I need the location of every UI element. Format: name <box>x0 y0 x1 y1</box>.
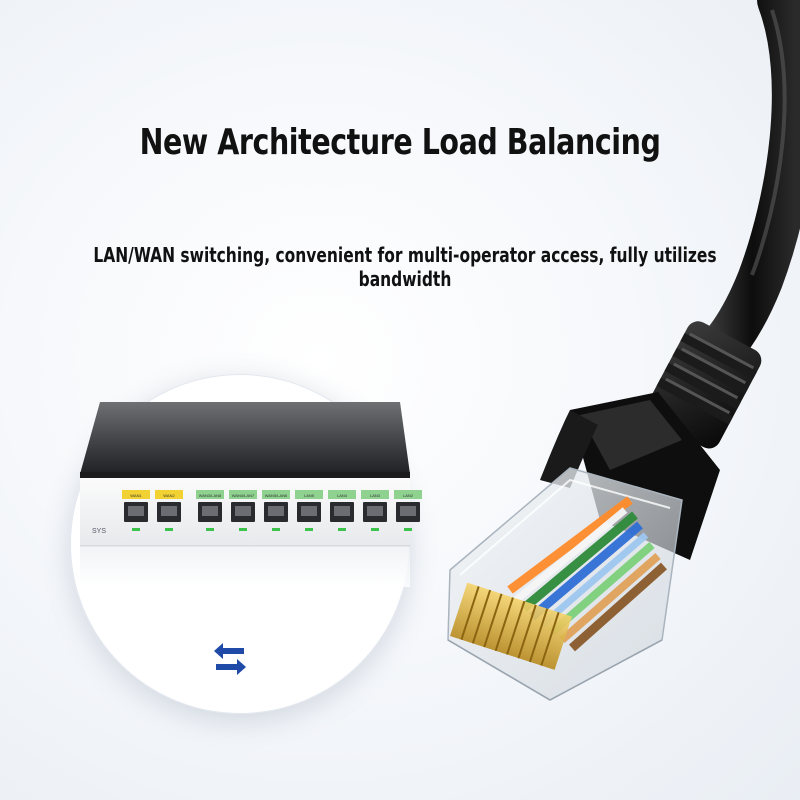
port-label: WAN3/LAN8 <box>199 493 222 498</box>
port-label: WAN4/LAN7 <box>232 493 255 498</box>
port-label-strip <box>361 490 389 499</box>
ethernet-port-6: LAN5 <box>295 490 323 531</box>
ethernet-cable-illustration <box>447 0 800 701</box>
port-label-strip <box>328 490 356 499</box>
gold-contacts <box>449 582 572 670</box>
router-top-panel <box>80 402 410 474</box>
port-led <box>239 528 247 531</box>
router-zoom-circle: SYS WAN1 WAN2 WAN3/LAN8 WAN4/LAN7 WAN5/LAN6 L… <box>70 374 422 714</box>
ethernet-port-3: WAN3/LAN8 <box>196 490 224 531</box>
port-label: WAN5/LAN6 <box>265 493 288 498</box>
ethernet-port-2: WAN2 <box>155 490 183 531</box>
swap-arrows-icon <box>214 643 246 675</box>
port-led <box>338 528 346 531</box>
port-group: WAN1 WAN2 WAN3/LAN8 WAN4/LAN7 WAN5/LAN6 LAN5 L… <box>122 490 422 531</box>
ethernet-port-5: WAN5/LAN6 <box>262 490 290 531</box>
port-label-strip <box>262 490 290 499</box>
router-illustration: SYS WAN1 WAN2 WAN3/LAN8 WAN4/LAN7 WAN5/LAN6 L… <box>80 402 422 587</box>
sys-label: SYS <box>92 528 106 535</box>
ethernet-port-4: WAN4/LAN7 <box>229 490 257 531</box>
port-label-strip <box>229 490 257 499</box>
colored-wires <box>507 496 667 652</box>
port-label-strip <box>295 490 323 499</box>
latch-tab <box>540 410 598 488</box>
ethernet-port-9: LAN2 <box>394 490 422 531</box>
ethernet-port-1: WAN1 <box>122 490 150 531</box>
port-label: WAN2 <box>163 493 175 498</box>
ethernet-port-8: LAN3 <box>361 490 389 531</box>
port-label-strip <box>196 490 224 499</box>
port-label-strip <box>122 490 150 499</box>
port-led <box>272 528 280 531</box>
port-led <box>371 528 379 531</box>
ethernet-port-7: LAN4 <box>328 490 356 531</box>
port-led <box>165 528 173 531</box>
port-label: LAN3 <box>370 493 381 498</box>
port-led <box>404 528 412 531</box>
headline: New Architecture Load Balancing <box>139 122 661 163</box>
port-led <box>206 528 214 531</box>
subline: LAN/WAN switching, convenient for multi-… <box>93 243 717 291</box>
port-label: LAN5 <box>304 493 315 498</box>
port-label: WAN1 <box>130 493 142 498</box>
port-led <box>132 528 140 531</box>
port-label-strip <box>394 490 422 499</box>
port-label-strip <box>155 490 183 499</box>
port-led <box>305 528 313 531</box>
port-label: LAN4 <box>337 493 348 498</box>
port-label: LAN2 <box>403 493 414 498</box>
